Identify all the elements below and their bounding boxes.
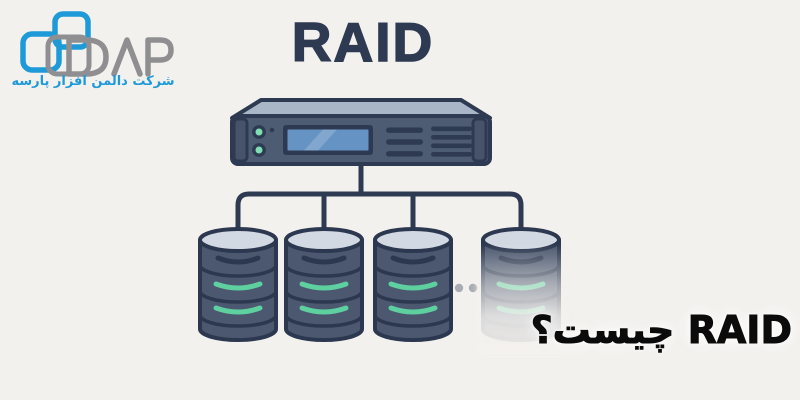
disk-fade-overlay [476, 244, 568, 356]
page-title: RAID [291, 10, 435, 74]
dap-logo-icon [20, 11, 174, 77]
power-dot [269, 127, 275, 133]
led-indicator-bottom [252, 143, 266, 157]
logo-letter-d [66, 37, 109, 77]
controller-right-cap [471, 117, 488, 163]
led-indicator-top [252, 125, 266, 139]
connector-bus [235, 191, 524, 232]
disk-3 [373, 227, 453, 342]
logo: شرکت دالمن افزار پارسه [11, 8, 189, 89]
vent-grille-right [431, 126, 472, 157]
connector-lines [235, 161, 524, 232]
controller-left-cap [232, 117, 249, 163]
raid-controller [230, 98, 492, 166]
disk-1 [198, 227, 278, 342]
lcd-screen [287, 129, 369, 151]
vent-grille-left [386, 127, 423, 157]
caption-text: RAID چیست؟ [530, 308, 792, 353]
logo-tagline: شرکت دالمن افزار پارسه [11, 74, 175, 89]
logo-letter-a [111, 37, 143, 77]
ellipsis-dots [454, 283, 478, 293]
logo-letter-p [145, 37, 174, 77]
lcd-screen-shine [304, 129, 337, 151]
logo-square-blue-left [20, 31, 62, 73]
disk-2 [284, 227, 364, 342]
disk-4-faded [476, 227, 568, 356]
